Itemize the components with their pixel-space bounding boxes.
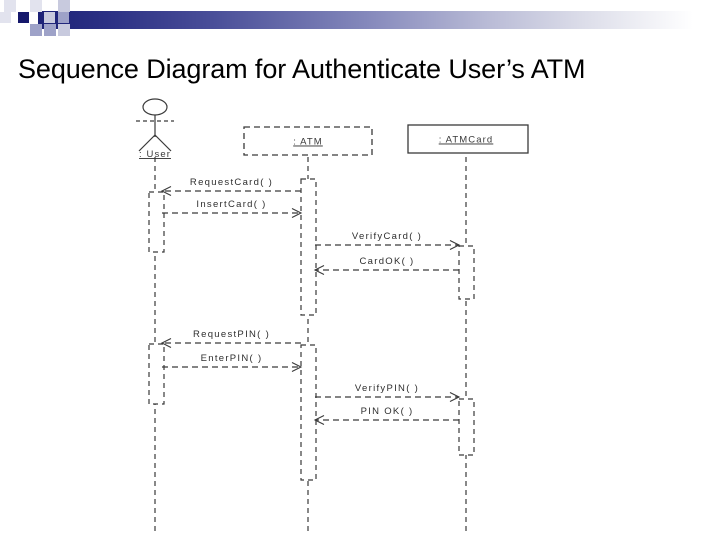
participant-label-user: : User — [139, 149, 171, 160]
header-square-4 — [30, 24, 42, 36]
participant-label-atmcard: : ATMCard — [439, 135, 494, 146]
header-square-3 — [30, 0, 42, 12]
message-label-6: EnterPIN( ) — [201, 353, 263, 364]
participant-box-atm[interactable] — [243, 126, 373, 156]
header-square-5 — [44, 12, 55, 23]
participant-box-atmcard[interactable] — [407, 124, 529, 154]
participant-label-atm: : ATM — [293, 137, 323, 148]
header-square-2 — [0, 12, 11, 23]
actor-user-figure — [136, 98, 174, 152]
header-square-0 — [18, 12, 29, 23]
header-square-6 — [58, 0, 70, 12]
header-decoration — [0, 0, 720, 42]
message-label-4: CardOK( ) — [360, 256, 415, 267]
message-label-8: PIN OK( ) — [361, 406, 414, 417]
page-title: Sequence Diagram for Authenticate User’s… — [18, 54, 586, 84]
header-gradient-bar — [38, 11, 720, 29]
activation-bar-atmcard-4 — [458, 245, 475, 300]
header-square-8 — [58, 24, 70, 36]
message-label-5: RequestPIN( ) — [193, 329, 270, 340]
header-square-1 — [4, 0, 16, 12]
activation-bar-user-1 — [148, 343, 165, 405]
activation-bar-atm-2 — [300, 178, 317, 316]
message-label-3: VerifyCard( ) — [352, 231, 422, 242]
message-label-1: RequestCard( ) — [190, 177, 273, 188]
message-label-2: InsertCard( ) — [196, 199, 266, 210]
header-square-7 — [58, 12, 69, 23]
message-label-7: VerifyPIN( ) — [355, 383, 419, 394]
activation-bar-user-0 — [148, 191, 165, 253]
activation-bar-atm-3 — [300, 344, 317, 481]
activation-bar-atmcard-5 — [458, 398, 475, 456]
header-square-9 — [44, 24, 56, 36]
